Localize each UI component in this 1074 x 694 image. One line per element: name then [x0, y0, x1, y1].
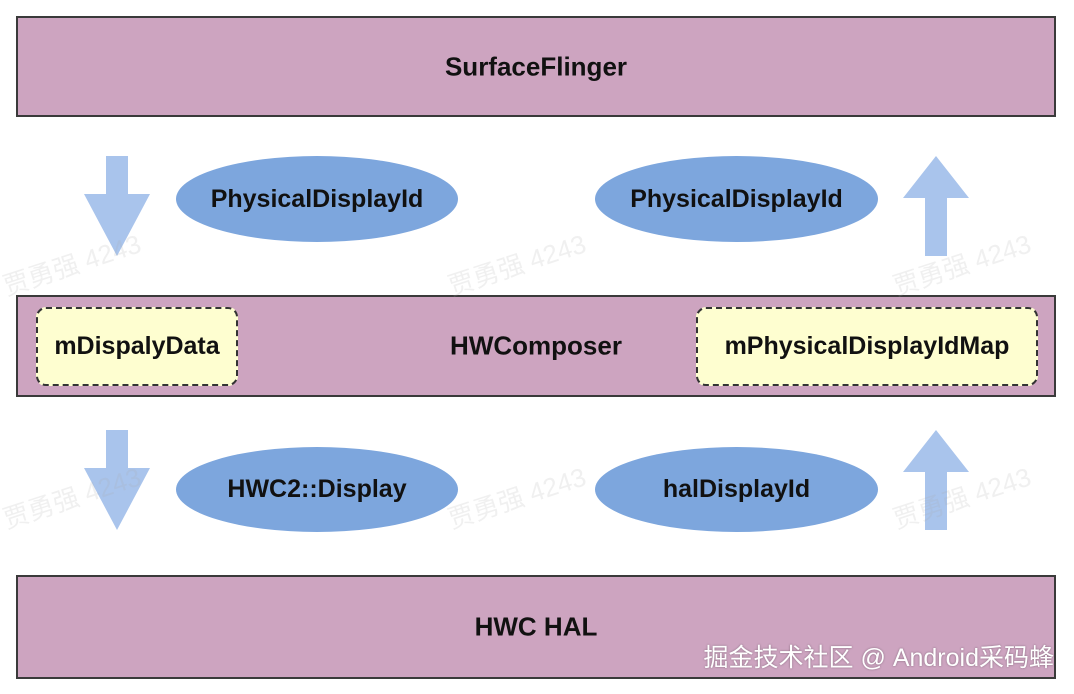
- physical-display-id-up-ellipse: PhysicalDisplayId: [595, 156, 878, 242]
- hwcomposer-label: HWComposer: [450, 330, 622, 361]
- hwc2-display-ellipse: HWC2::Display: [176, 447, 458, 532]
- surfaceflinger-label: SurfaceFlinger: [444, 51, 628, 81]
- mphysical-display-id-map-label: mPhysicalDisplayIdMap: [724, 332, 1010, 360]
- down-arrow-icon: [84, 156, 150, 256]
- hwcomposer-layer: mDispalyData HWComposer mPhysicalDisplay…: [16, 295, 1056, 397]
- up-arrow-icon: [903, 430, 969, 530]
- hwc2-display-label: HWC2::Display: [227, 475, 407, 503]
- surfaceflinger-layer: SurfaceFlinger: [16, 16, 1056, 117]
- hwc-hal-label: HWC HAL: [474, 611, 598, 642]
- hal-display-id-label: halDisplayId: [662, 475, 811, 503]
- mdispaly-data-box: mDispalyData: [36, 307, 238, 386]
- watermark: 贾勇强 4243: [444, 461, 590, 535]
- up-arrow-icon: [903, 156, 969, 256]
- mdispaly-data-label: mDispalyData: [54, 332, 220, 360]
- mphysical-display-id-map-box: mPhysicalDisplayIdMap: [696, 307, 1038, 386]
- physical-display-id-down-ellipse: PhysicalDisplayId: [176, 156, 458, 242]
- source-credit: 掘金技术社区 @ Android采码蜂: [703, 644, 1054, 672]
- watermark: 贾勇强 4243: [444, 228, 590, 302]
- physical-display-id-down-label: PhysicalDisplayId: [210, 184, 424, 213]
- down-arrow-icon: [84, 430, 150, 530]
- physical-display-id-up-label: PhysicalDisplayId: [630, 184, 843, 213]
- hal-display-id-ellipse: halDisplayId: [595, 447, 878, 532]
- hwc-hal-layer: HWC HAL: [16, 575, 1056, 679]
